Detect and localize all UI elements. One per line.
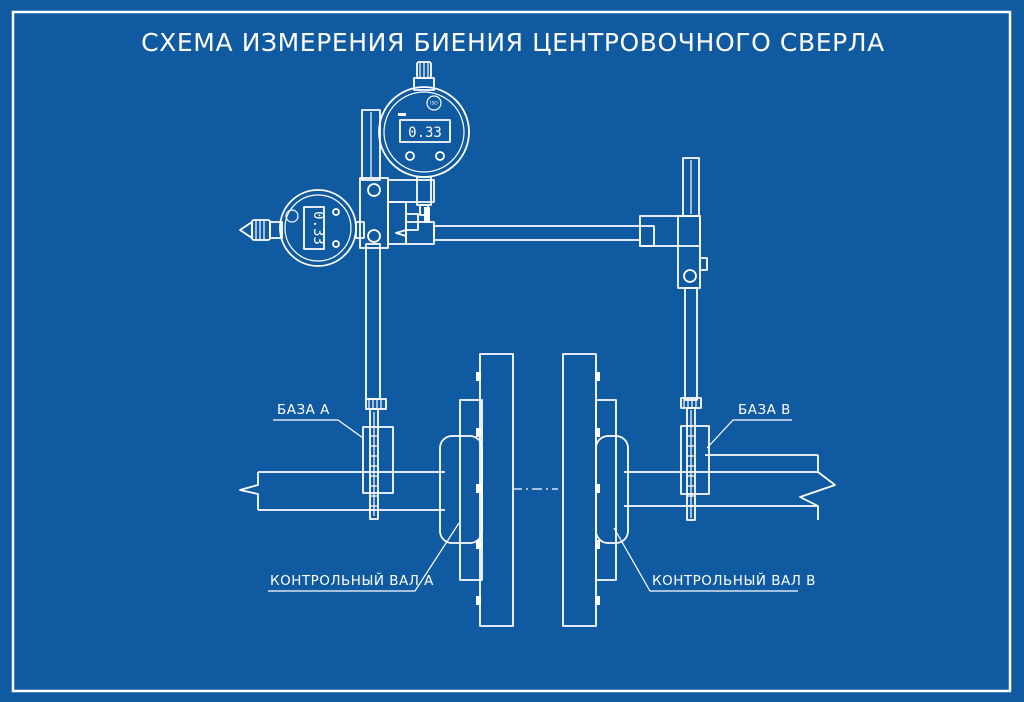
shaft-a	[239, 471, 445, 511]
svg-text:КОНТРОЛЬНЫЙ ВАЛ А: КОНТРОЛЬНЫЙ ВАЛ А	[270, 571, 434, 589]
coupling-flange-right	[562, 353, 600, 627]
left-rod	[361, 109, 381, 400]
drawing-frame	[11, 10, 1012, 693]
top-dial-reading: 0.33	[408, 125, 442, 141]
svg-text:БАЗА А: БАЗА А	[277, 402, 330, 418]
left-clamp-block	[359, 177, 435, 249]
svg-text:БАЗА В: БАЗА В	[738, 402, 791, 418]
label-base-a: БАЗА А	[273, 402, 364, 439]
label-base-b: БАЗА В	[706, 402, 792, 449]
coupling-hub-right	[595, 399, 629, 581]
label-shaft-b: КОНТРОЛЬНЫЙ ВАЛ В	[613, 527, 816, 592]
diagram-title: СХЕМА ИЗМЕРЕНИЯ БИЕНИЯ ЦЕНТРОВОЧНОГО СВЕ…	[141, 28, 885, 57]
svg-text:ISO: ISO	[430, 101, 438, 107]
coupling-flange-left	[476, 353, 514, 627]
right-clamp-block	[639, 215, 708, 289]
break-line-right	[799, 455, 836, 520]
break-line-left	[239, 472, 259, 510]
horizontal-arm	[395, 207, 641, 245]
base-a-clamp	[362, 398, 394, 520]
svg-text:КОНТРОЛЬНЫЙ ВАЛ В: КОНТРОЛЬНЫЙ ВАЛ В	[652, 571, 816, 589]
base-b-clamp	[680, 397, 710, 521]
dial-indicator-top: ISO 0.33	[378, 61, 470, 216]
left-dial-reading: 0.33	[310, 211, 326, 245]
dial-indicator-left: 0.33	[239, 189, 365, 267]
coupling-hub-left	[439, 399, 483, 581]
label-shaft-a: КОНТРОЛЬНЫЙ ВАЛ А	[268, 522, 460, 592]
shaft-b	[624, 454, 836, 520]
